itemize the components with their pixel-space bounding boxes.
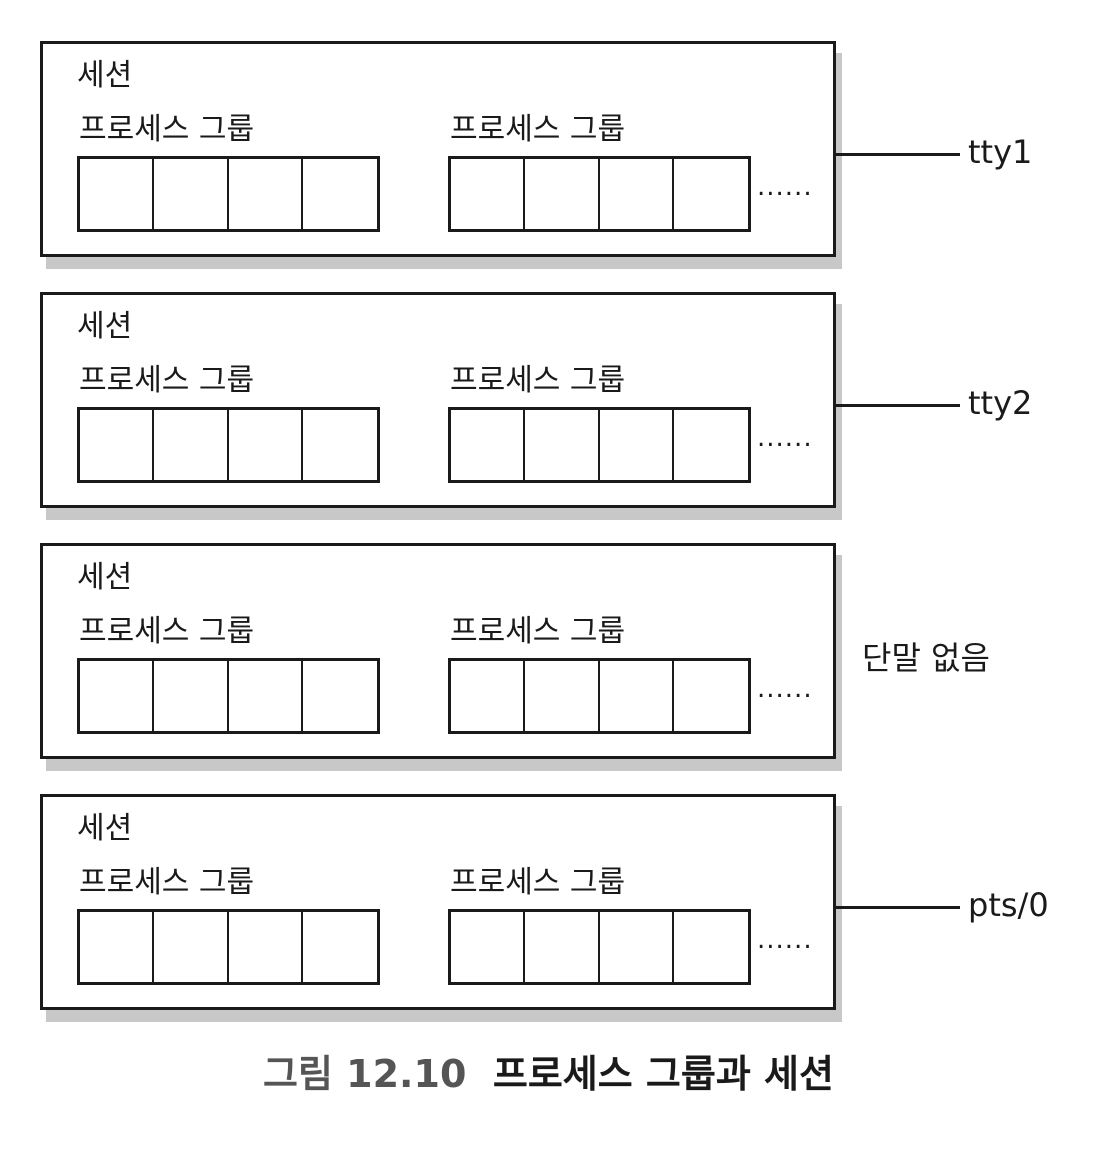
figure-number: 그림 12.10: [263, 1052, 467, 1096]
terminal-connector: [836, 153, 960, 156]
process-group: [448, 156, 751, 232]
process-cell: [451, 912, 526, 982]
process-cell: [229, 159, 303, 229]
process-group: [77, 407, 380, 483]
process-cell: [525, 159, 600, 229]
process-group-label: 프로세스 그룹: [450, 363, 626, 398]
process-group-label: 프로세스 그룹: [79, 865, 255, 900]
process-cell: [303, 410, 377, 480]
process-cell: [451, 410, 526, 480]
session-label: 세션: [77, 58, 133, 93]
terminal-label: tty2: [968, 384, 1033, 422]
process-group-label: 프로세스 그룹: [450, 614, 626, 649]
process-cell: [80, 912, 155, 982]
terminal-connector: [836, 404, 960, 407]
process-cell: [600, 912, 674, 982]
figure-title: 프로세스 그룹과 세션: [492, 1052, 834, 1096]
terminal-connector: [836, 906, 960, 909]
process-cell: [451, 159, 526, 229]
process-group: [77, 658, 380, 734]
process-group: [448, 658, 751, 734]
process-cell: [674, 912, 748, 982]
no-terminal-label: 단말 없음: [862, 639, 990, 677]
more-groups-ellipsis: ......: [757, 925, 813, 955]
process-cell: [451, 661, 526, 731]
process-cell: [80, 159, 155, 229]
process-cell: [525, 410, 600, 480]
process-group-label: 프로세스 그룹: [79, 363, 255, 398]
process-cell: [154, 159, 229, 229]
process-group-label: 프로세스 그룹: [450, 865, 626, 900]
process-group: [448, 909, 751, 985]
process-cell: [229, 410, 303, 480]
process-cell: [674, 410, 748, 480]
session-label: 세션: [77, 560, 133, 595]
more-groups-ellipsis: ......: [757, 172, 813, 202]
more-groups-ellipsis: ......: [757, 423, 813, 453]
process-cell: [600, 159, 674, 229]
process-group: [77, 156, 380, 232]
process-group: [77, 909, 380, 985]
process-group-label: 프로세스 그룹: [450, 112, 626, 147]
process-cell: [303, 159, 377, 229]
process-cell: [600, 410, 674, 480]
process-cell: [229, 661, 303, 731]
session-label: 세션: [77, 309, 133, 344]
process-cell: [674, 159, 748, 229]
process-cell: [80, 410, 155, 480]
process-cell: [674, 661, 748, 731]
process-group-label: 프로세스 그룹: [79, 112, 255, 147]
process-cell: [154, 410, 229, 480]
figure-caption: 그림 12.10 프로세스 그룹과 세션: [0, 1050, 1097, 1098]
process-cell: [303, 661, 377, 731]
process-cell: [80, 661, 155, 731]
more-groups-ellipsis: ......: [757, 674, 813, 704]
process-cell: [154, 661, 229, 731]
terminal-label: pts/0: [968, 886, 1049, 924]
process-cell: [229, 912, 303, 982]
terminal-label: tty1: [968, 133, 1033, 171]
process-cell: [154, 912, 229, 982]
process-cell: [525, 661, 600, 731]
process-group-label: 프로세스 그룹: [79, 614, 255, 649]
session-label: 세션: [77, 811, 133, 846]
process-cell: [303, 912, 377, 982]
process-cell: [525, 912, 600, 982]
process-group: [448, 407, 751, 483]
process-cell: [600, 661, 674, 731]
